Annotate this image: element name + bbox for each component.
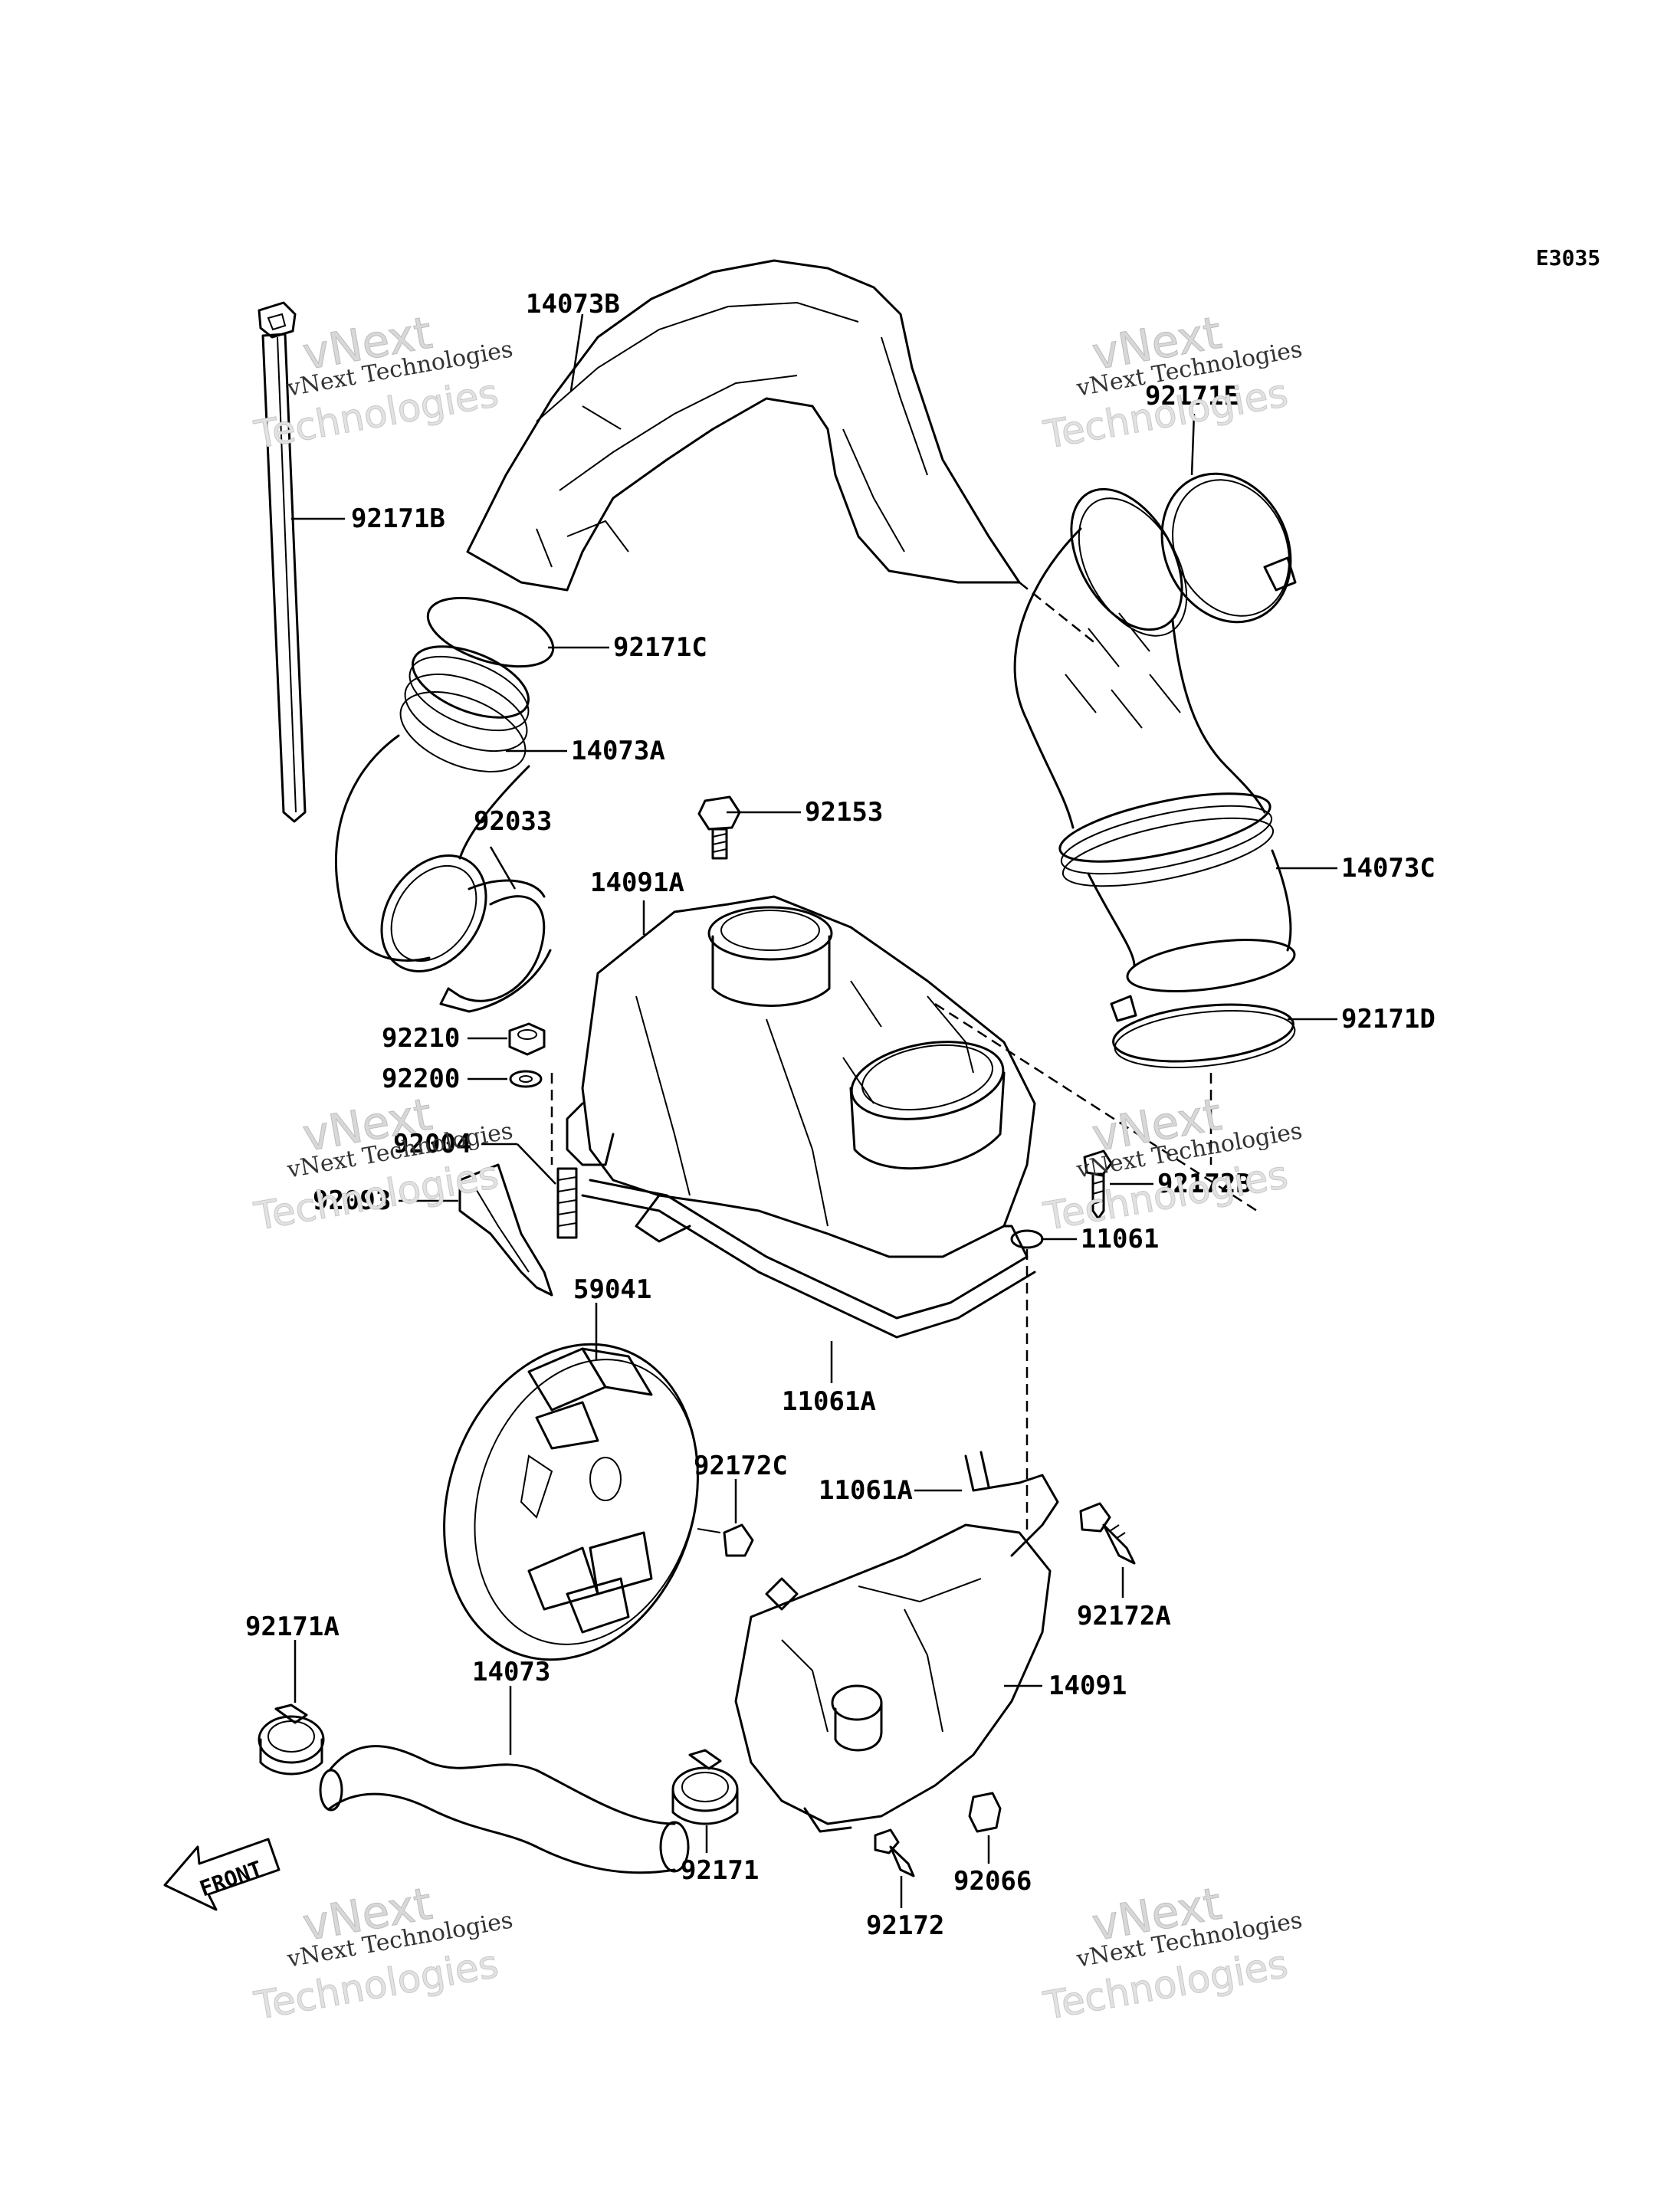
- label-92210: 92210: [382, 1023, 460, 1054]
- label-11061a-upper: 11061A: [782, 1386, 876, 1417]
- ring-92171c: [426, 596, 555, 668]
- housing-14091a: [566, 895, 1036, 1258]
- boot-14073a: [335, 645, 530, 972]
- label-59041: 59041: [573, 1274, 651, 1305]
- label-92172a: 92172A: [1077, 1601, 1171, 1631]
- label-92200: 92200: [382, 1064, 460, 1094]
- boot-14073c: [1013, 487, 1296, 992]
- label-14073c: 14073C: [1341, 853, 1436, 884]
- label-92171a: 92171A: [245, 1612, 340, 1642]
- label-92004: 92004: [393, 1129, 471, 1159]
- label-92171e: 92171E: [1145, 381, 1239, 412]
- fan-59041: [443, 1343, 699, 1661]
- screw-92172a: [1079, 1502, 1136, 1565]
- oring-11061: [1010, 1229, 1044, 1249]
- front-arrow-label: FRONT: [196, 1856, 265, 1902]
- cable-tie-92171b: [258, 301, 307, 823]
- label-92066: 92066: [953, 1866, 1032, 1897]
- watermark-mid-right: vNext Technologies vNext Technologies: [1040, 1087, 1304, 1239]
- label-92171d: 92171D: [1341, 1004, 1436, 1035]
- label-14073a: 14073A: [571, 736, 665, 766]
- label-92171b: 92171B: [351, 503, 445, 534]
- gasket-11061a-upper: [581, 1179, 1036, 1339]
- clamp-92171a: [258, 1703, 325, 1776]
- plug-92066: [968, 1792, 1002, 1833]
- screw-92172b: [1083, 1149, 1113, 1220]
- watermark-bottom-right: vNext Technologies vNext Technologies: [1040, 1877, 1304, 2028]
- label-11061a-lower: 11061A: [819, 1475, 913, 1506]
- nut-92210: [508, 1022, 546, 1056]
- bracket-92093: [458, 1163, 553, 1297]
- bolt-92153: [697, 795, 741, 860]
- clamp-92171d: [1110, 995, 1296, 1068]
- label-14073b: 14073B: [526, 289, 620, 320]
- washer-92200: [509, 1070, 543, 1088]
- duct-14073b: [466, 259, 1021, 592]
- label-92033: 92033: [474, 806, 552, 837]
- band-92033: [439, 879, 552, 1013]
- label-92171: 92171: [681, 1855, 759, 1886]
- watermark-bottom-left: vNext Technologies vNext Technologies: [251, 1877, 515, 2028]
- label-92172: 92172: [866, 1910, 944, 1941]
- label-11061: 11061: [1081, 1224, 1159, 1254]
- label-92172c: 92172C: [694, 1451, 788, 1481]
- gasket-11061a-lower: [964, 1451, 1059, 1557]
- hose-14073: [319, 1745, 690, 1874]
- screw-92172c: [697, 1523, 754, 1557]
- screw-92172: [874, 1828, 915, 1877]
- label-92172b: 92172B: [1157, 1169, 1252, 1199]
- leader-lines: [291, 313, 1337, 1908]
- watermark-top-left: vNext Technologies vNext Technologies: [251, 306, 515, 457]
- alignment-line: [934, 1002, 1258, 1212]
- clamp-92171: [671, 1749, 739, 1825]
- clamp-92171e: [1160, 472, 1297, 624]
- label-92093: 92093: [313, 1185, 391, 1216]
- stud-92004: [556, 1167, 578, 1239]
- label-92171c: 92171C: [613, 632, 707, 663]
- label-14091a: 14091A: [590, 867, 684, 898]
- front-arrow-icon: FRONT: [163, 1838, 281, 1911]
- label-14073: 14073: [472, 1657, 550, 1687]
- housing-14091: [734, 1523, 1052, 1833]
- watermark-top-right: vNext Technologies vNext Technologies: [1040, 306, 1304, 457]
- diagram-code: E3035: [1536, 245, 1600, 271]
- label-92153: 92153: [805, 797, 883, 828]
- label-14091: 14091: [1048, 1671, 1127, 1701]
- alignment-line: [1019, 582, 1097, 644]
- watermark-mid-left: vNext Technologies vNext Technologies: [251, 1087, 515, 1239]
